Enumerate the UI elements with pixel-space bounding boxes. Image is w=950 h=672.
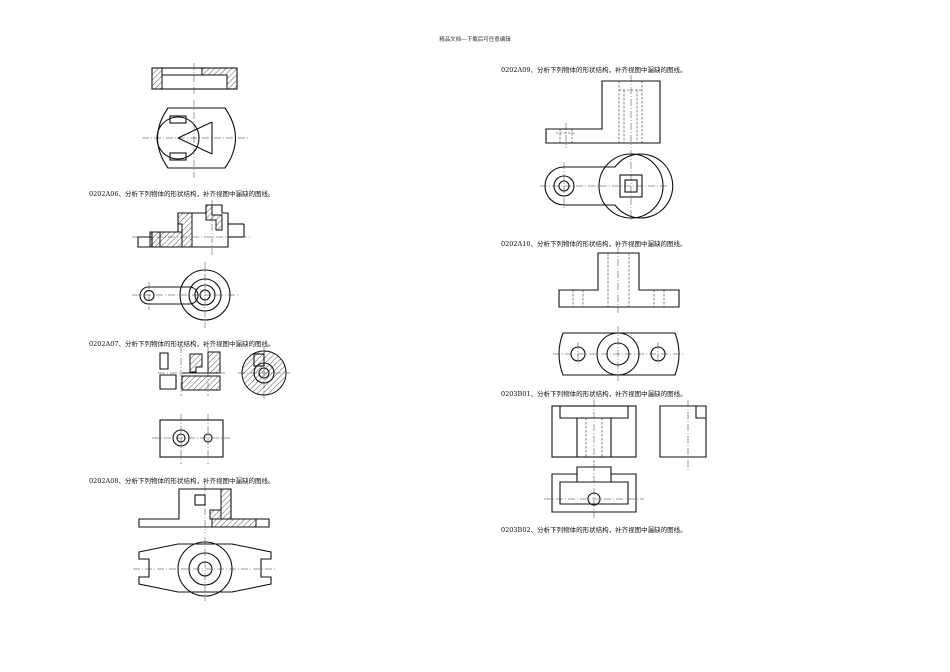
drawing-0202A10 [553,247,685,382]
caption-0202A10: 0202A10、分析下列物体的形状结构，补齐视图中漏缺的图线。 [501,240,687,248]
caption-0203B02: 0203B02、分析下列物体的形状结构，补齐视图中漏缺的图线。 [501,526,687,534]
page-header: 精品文档---下载后可任意编辑 [439,37,511,43]
caption-0202A08: 0202A08、分析下列物体的形状结构，补齐视图中漏缺的图线。 [89,477,275,485]
drawing-top-left [142,63,250,178]
drawing-0202A08 [133,484,277,601]
caption-0202A06: 0202A06、分析下列物体的形状结构，补齐视图中漏缺的图线。 [89,190,275,198]
caption-0202A07: 0202A07、分析下列物体的形状结构，补齐视图中漏缺的图线。 [89,340,275,348]
caption-0202A09: 0202A09、分析下列物体的形状结构，补齐视图中漏缺的图线。 [501,66,687,74]
drawing-0202A09 [540,75,674,222]
drawing-0202A06 [132,200,250,328]
drawing-0202A07 [152,346,290,464]
caption-0203B01: 0203B01、分析下列物体的形状结构，补齐视图中漏缺的图线。 [501,390,687,398]
drawing-0203B01 [544,400,707,518]
